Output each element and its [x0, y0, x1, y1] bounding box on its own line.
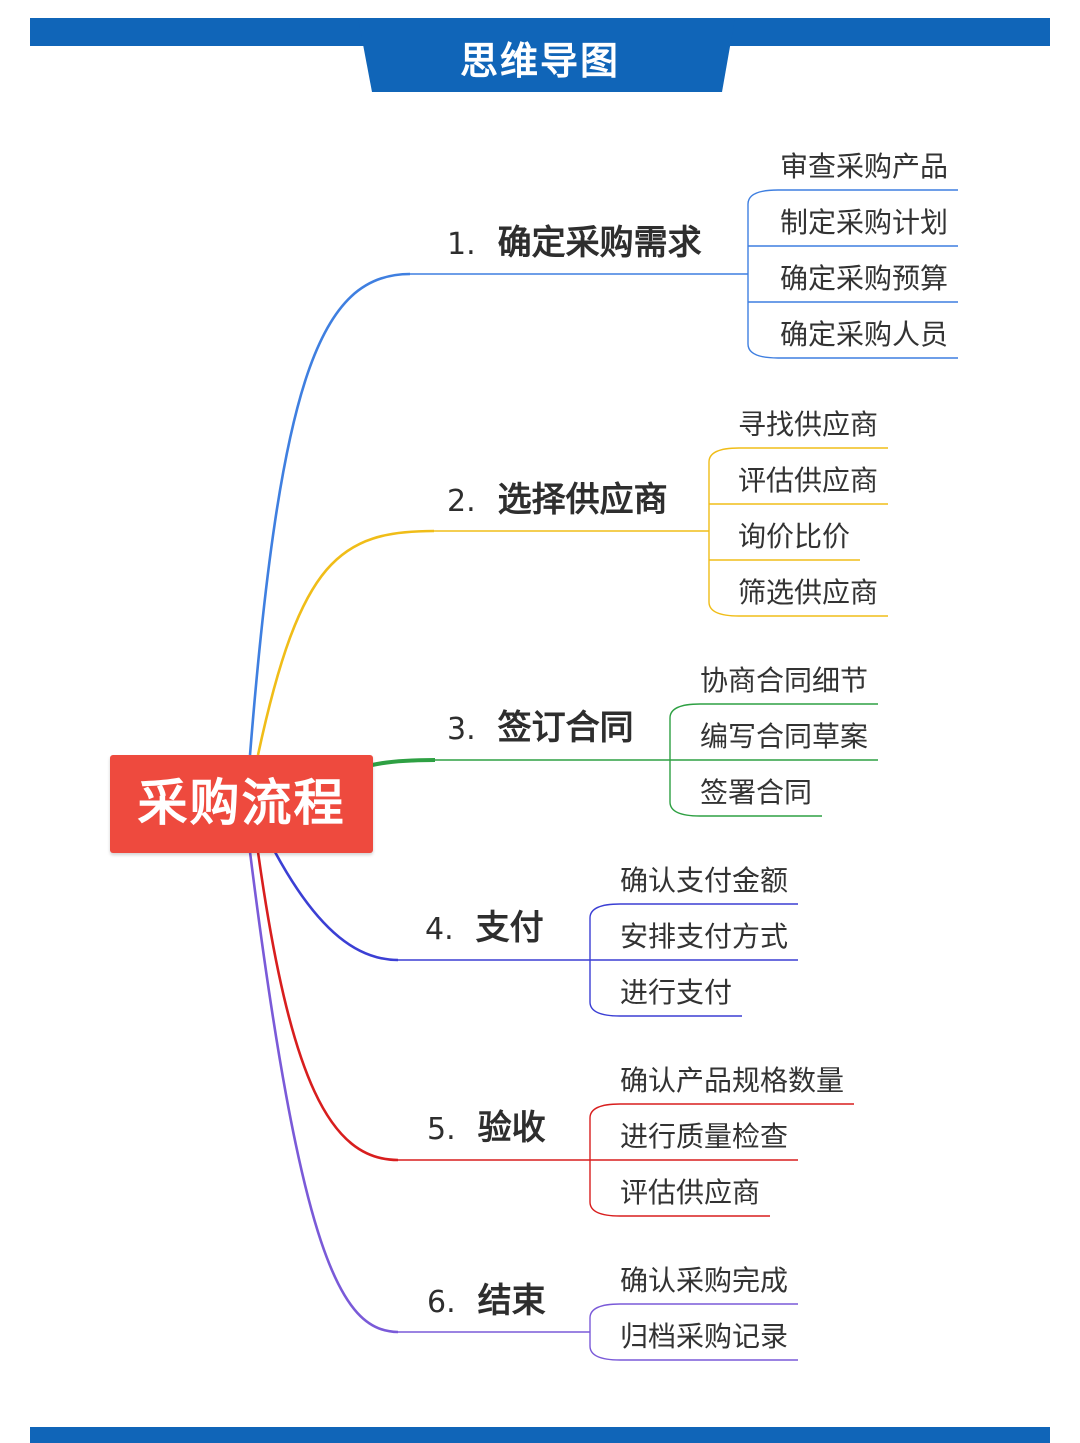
branch-2-bracket — [708, 447, 740, 617]
branch-3-leaf-2: 编写合同草案 — [700, 720, 869, 753]
branch-5-curve — [256, 851, 399, 1162]
branch-3-leaf-1: 协商合同细节 — [700, 664, 869, 697]
footer-bar — [30, 1427, 1050, 1443]
branch-6-title: 结束 — [477, 1281, 546, 1321]
branch-1-curve — [248, 272, 411, 756]
branch-6-number: 6. — [427, 1285, 456, 1320]
branch-6-bracket — [589, 1303, 621, 1361]
branch-6-curve — [248, 851, 399, 1334]
branch-3-number: 3. — [447, 712, 476, 747]
branch-5-leaf-3: 评估供应商 — [620, 1176, 761, 1209]
branch-3-label: 3. 签订合同 — [447, 706, 634, 752]
page-title: 思维导图 — [459, 39, 620, 83]
branch-4-curve — [273, 851, 399, 962]
branch-2-curve — [256, 529, 435, 756]
branch-1-title: 确定采购需求 — [497, 223, 702, 263]
branch-3-leaf-3: 签署合同 — [700, 776, 813, 809]
branch-5-leaf-1: 确认产品规格数量 — [620, 1064, 845, 1097]
root-node — [110, 755, 373, 853]
branch-4-title: 支付 — [475, 908, 544, 948]
branch-4-label: 4. 支付 — [425, 906, 544, 952]
branch-1-leaf-2: 制定采购计划 — [780, 206, 949, 239]
root-node-label: 采购流程 — [137, 774, 346, 832]
branch-3-title: 签订合同 — [497, 708, 634, 748]
branch-2-leaf-4: 筛选供应商 — [738, 576, 879, 609]
branch-1-leaf-3: 确定采购预算 — [780, 262, 949, 295]
branch-2-leaf-1: 寻找供应商 — [738, 408, 879, 441]
branch-5-title: 验收 — [477, 1108, 546, 1148]
branch-2-label: 2. 选择供应商 — [447, 478, 668, 524]
branch-1-number: 1. — [447, 227, 476, 262]
branch-2-leaf-2: 评估供应商 — [738, 464, 879, 497]
branch-2-number: 2. — [447, 484, 476, 519]
branch-4-leaf-1: 确认支付金额 — [620, 864, 789, 897]
branch-1-label: 1. 确定采购需求 — [447, 221, 702, 267]
branch-2-leaf-3: 询价比价 — [738, 520, 851, 553]
branch-1-leaf-4: 确定采购人员 — [780, 318, 949, 351]
branch-6-label: 6. 结束 — [427, 1279, 546, 1325]
branch-2-title: 选择供应商 — [497, 480, 668, 520]
branch-5-leaf-2: 进行质量检查 — [620, 1120, 789, 1153]
branch-5-label: 5. 验收 — [427, 1106, 546, 1152]
header-title-tab — [358, 18, 735, 92]
branch-1-leaf-1: 审查采购产品 — [780, 150, 949, 183]
branch-1-bracket — [747, 189, 779, 359]
branch-3-curve — [371, 758, 436, 767]
branch-6-leaf-2: 归档采购记录 — [620, 1320, 789, 1353]
branch-6-leaf-1: 确认采购完成 — [620, 1264, 789, 1297]
branch-5-number: 5. — [427, 1112, 456, 1147]
branch-4-leaf-2: 安排支付方式 — [620, 920, 789, 953]
branch-4-leaf-3: 进行支付 — [620, 976, 733, 1009]
branch-4-number: 4. — [425, 912, 454, 947]
